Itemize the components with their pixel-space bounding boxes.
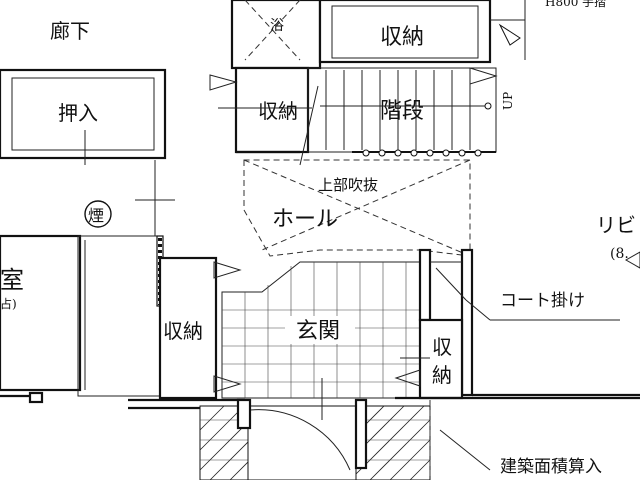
corridor-label: 廊下 (50, 19, 90, 43)
right-storage-block: コート掛け 収 納 (394, 248, 640, 400)
handrail-note-label: H800 手摺 (545, 0, 606, 9)
coat-hook-label: コート掛け (500, 291, 585, 311)
storage-left-label: 収納 (163, 319, 203, 343)
washitsu-sub-label: 占) (0, 296, 17, 311)
hall-label: ホール (272, 207, 338, 232)
living-label: リビ (596, 213, 636, 237)
living-sub-label: (8. (610, 246, 629, 262)
void-above-label: 上部吹抜 (318, 176, 378, 194)
void-above: 上部吹抜 ホール (243, 85, 471, 257)
stair-up-label: UP (501, 92, 515, 110)
genkan-label: 玄関 (296, 319, 340, 344)
stair-block: 収納 階段 UP (209, 66, 515, 157)
svg-text:煙: 煙 (88, 206, 104, 225)
closet-top-label: 押入 (58, 101, 98, 125)
closet-top-block: 押入 (0, 68, 167, 165)
washitsu-room: 室 占) (0, 234, 164, 397)
smoke-detector-icon: 煙 (84, 200, 112, 228)
genkan-area: 玄関 (221, 261, 421, 420)
storage-stair-label: 収納 (258, 99, 298, 123)
storage-right-label-2: 納 (432, 363, 452, 387)
washitsu-label: 室 (0, 266, 24, 294)
porch-hatched-area: 建築面積算入 (199, 398, 602, 480)
storage-left-block: 収納 (158, 256, 242, 400)
bath-partial-label: 浴 (270, 18, 284, 34)
top-center-block: 浴 収納 H800 手摺 (230, 0, 606, 70)
storage-top-center-label: 収納 (380, 25, 424, 50)
building-area-note-label: 建築面積算入 (500, 457, 602, 477)
stair-label: 階段 (380, 99, 424, 124)
storage-right-label-1: 収 (432, 335, 452, 359)
